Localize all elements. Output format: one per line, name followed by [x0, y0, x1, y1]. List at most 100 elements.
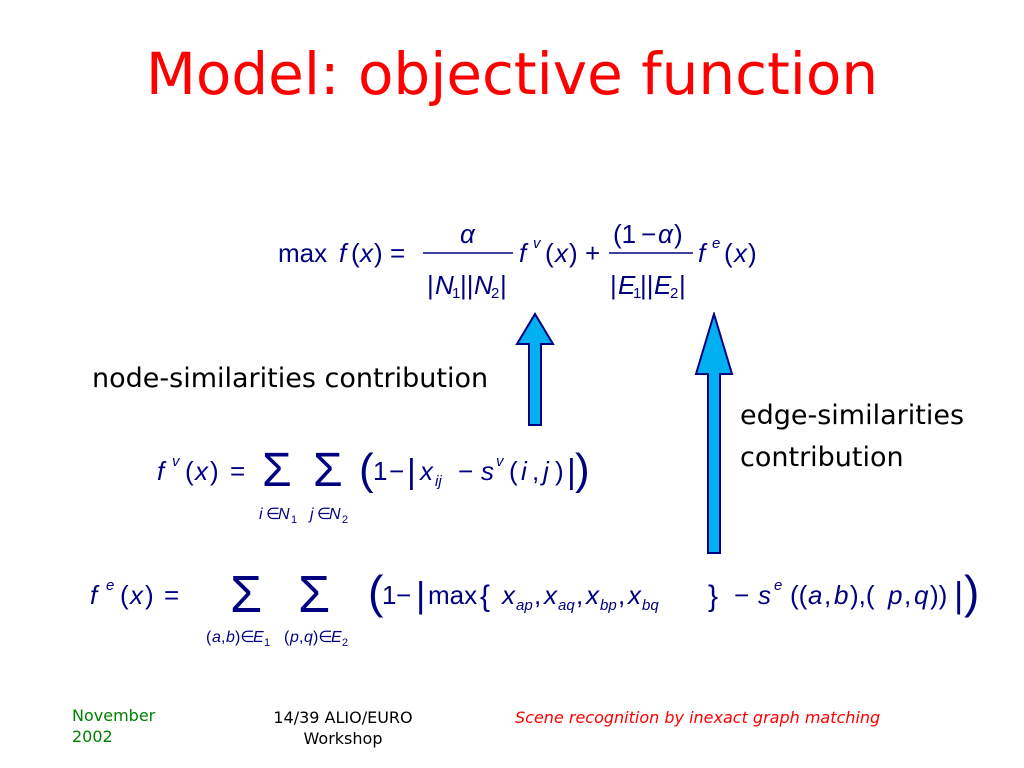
- slide-title: Model: objective function: [145, 40, 879, 108]
- footer-date-line2: 2002: [72, 726, 113, 746]
- svg-text:|: |: [407, 453, 416, 491]
- svg-text:N: N: [329, 506, 341, 523]
- footer-workshop-line1: 14/39 ALIO/EURO: [273, 708, 413, 727]
- svg-text:(: (: [185, 456, 194, 486]
- svg-text:1: 1: [382, 580, 396, 610]
- objective-equation: max f ( x ) = α | N 1 || N 2 | f v ( x )…: [275, 205, 775, 305]
- svg-text:E: E: [618, 270, 636, 300]
- svg-text:N: N: [278, 506, 290, 523]
- svg-text:=: =: [230, 456, 245, 486]
- svg-text:): ): [210, 456, 219, 486]
- svg-text:f: f: [90, 580, 100, 610]
- svg-text:max: max: [278, 238, 327, 268]
- edge-contribution-label-line2: contribution: [740, 442, 904, 473]
- edge-term-equation: f e ( x ) = Σ Σ ( a , b )∈ E 1 ( p , q )…: [88, 560, 1008, 660]
- svg-text:2: 2: [491, 285, 499, 302]
- svg-text:(: (: [284, 629, 290, 646]
- svg-text:(: (: [724, 238, 733, 268]
- svg-text:|: |: [416, 574, 425, 615]
- svg-text:,: ,: [534, 580, 541, 610]
- svg-text:): ): [145, 580, 154, 610]
- svg-text:v: v: [533, 235, 542, 252]
- svg-text:bq: bq: [642, 597, 659, 614]
- svg-text:|: |: [954, 574, 963, 615]
- svg-text:2: 2: [342, 514, 348, 526]
- svg-text:e: e: [712, 235, 720, 252]
- svg-text:|: |: [500, 270, 507, 300]
- svg-text:i: i: [521, 456, 528, 486]
- svg-text:): ): [674, 219, 683, 249]
- svg-text:ij: ij: [435, 473, 442, 490]
- svg-text:(: (: [120, 580, 129, 610]
- svg-text:s: s: [758, 580, 771, 610]
- svg-text:f: f: [157, 456, 167, 486]
- svg-text:∈: ∈: [266, 506, 280, 523]
- svg-text:v: v: [496, 453, 505, 470]
- svg-text:α: α: [460, 219, 476, 249]
- svg-text:x: x: [542, 580, 558, 610]
- svg-text:||: ||: [460, 270, 474, 300]
- svg-text:Σ: Σ: [230, 566, 262, 624]
- svg-text:x: x: [358, 238, 374, 268]
- svg-text:f: f: [698, 238, 708, 268]
- svg-text:q: q: [304, 629, 313, 646]
- svg-text:Σ: Σ: [313, 444, 343, 497]
- svg-text:|: |: [427, 270, 434, 300]
- svg-text:e: e: [774, 577, 782, 594]
- svg-text:x: x: [193, 456, 209, 486]
- svg-text:−: −: [396, 580, 411, 610]
- svg-text:(: (: [351, 238, 360, 268]
- svg-text:2: 2: [342, 637, 348, 649]
- svg-text:1: 1: [291, 514, 297, 526]
- svg-text:q: q: [914, 580, 929, 610]
- svg-text:N: N: [474, 270, 493, 300]
- svg-text:f: f: [519, 238, 529, 268]
- svg-text:x: x: [732, 238, 748, 268]
- svg-text:): ): [748, 238, 757, 268]
- svg-text:1: 1: [633, 285, 641, 302]
- svg-text:1: 1: [264, 637, 270, 649]
- svg-text:|: |: [679, 270, 686, 300]
- svg-text:1: 1: [452, 285, 460, 302]
- svg-text:,: ,: [904, 580, 911, 610]
- svg-text:aq: aq: [558, 597, 575, 614]
- svg-text:Σ: Σ: [298, 566, 330, 624]
- footer-date: November 2002: [72, 706, 155, 748]
- svg-text:)∈: )∈: [313, 629, 332, 646]
- svg-text:j: j: [540, 456, 550, 486]
- svg-text:−: −: [734, 580, 749, 610]
- svg-text:s: s: [481, 456, 494, 486]
- footer-workshop-line2: Workshop: [303, 728, 383, 748]
- svg-text:,: ,: [299, 629, 303, 646]
- svg-text:f: f: [339, 238, 349, 268]
- svg-text:{: {: [480, 580, 490, 613]
- svg-text:Σ: Σ: [262, 444, 292, 497]
- edge-contribution-label-line1: edge-similarities: [740, 400, 965, 431]
- svg-text:α: α: [658, 219, 674, 249]
- svg-text:e: e: [106, 577, 114, 594]
- svg-text:,: ,: [221, 629, 225, 646]
- svg-text:,: ,: [576, 580, 583, 610]
- svg-text:2: 2: [670, 285, 678, 302]
- svg-text:−: −: [389, 456, 404, 486]
- svg-text:i: i: [259, 506, 263, 523]
- svg-text:x: x: [584, 580, 600, 610]
- svg-text:E: E: [253, 629, 264, 646]
- svg-text:): ): [569, 238, 578, 268]
- svg-text:|: |: [610, 270, 617, 300]
- footer-date-line1: November: [72, 706, 156, 725]
- svg-text:,: ,: [824, 580, 831, 610]
- node-arrow-icon: [515, 312, 555, 426]
- node-contribution-label: node-similarities contribution: [92, 363, 489, 394]
- footer-workshop: 14/39 ALIO/EURO Workshop: [243, 708, 443, 750]
- svg-text:=: =: [164, 580, 179, 610]
- svg-text:(: (: [359, 445, 374, 494]
- svg-text:−: −: [458, 456, 473, 486]
- svg-text:): ): [575, 445, 590, 494]
- svg-text:b: b: [834, 580, 848, 610]
- svg-text:(: (: [206, 629, 212, 646]
- svg-text:1: 1: [373, 456, 387, 486]
- svg-text:),(: ),(: [850, 580, 875, 610]
- svg-text:−: −: [641, 219, 656, 249]
- svg-text:ap: ap: [516, 597, 533, 614]
